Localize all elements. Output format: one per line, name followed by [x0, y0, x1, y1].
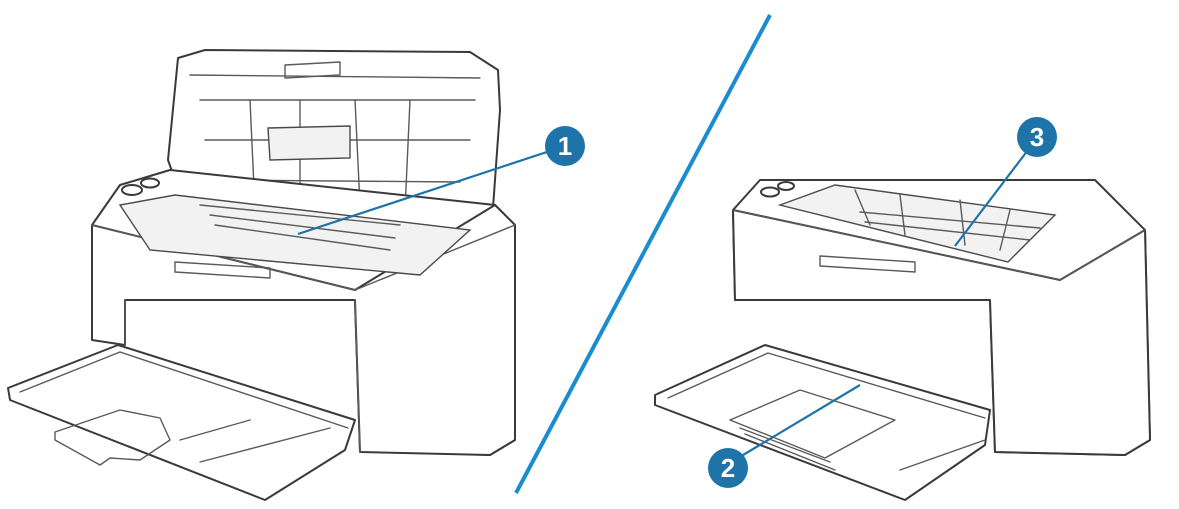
- callout-3: 3: [1017, 117, 1057, 157]
- printer-closed-illustration: [654, 179, 1151, 501]
- callout-2: 2: [708, 448, 748, 488]
- callout-1-badge: [545, 126, 585, 166]
- callout-3-label: 3: [1030, 122, 1044, 152]
- callout-1-leader: [297, 148, 554, 236]
- callout-3-leader: [954, 149, 1029, 247]
- callout-1-label: 1: [558, 131, 572, 161]
- printer-open-illustration: [7, 49, 516, 501]
- callout-3-badge: [1017, 117, 1057, 157]
- callout-2-leader: [737, 384, 861, 459]
- callout-1: 1: [545, 126, 585, 166]
- divider-line: [514, 14, 772, 494]
- callout-2-badge: [708, 448, 748, 488]
- callout-2-label: 2: [721, 453, 735, 483]
